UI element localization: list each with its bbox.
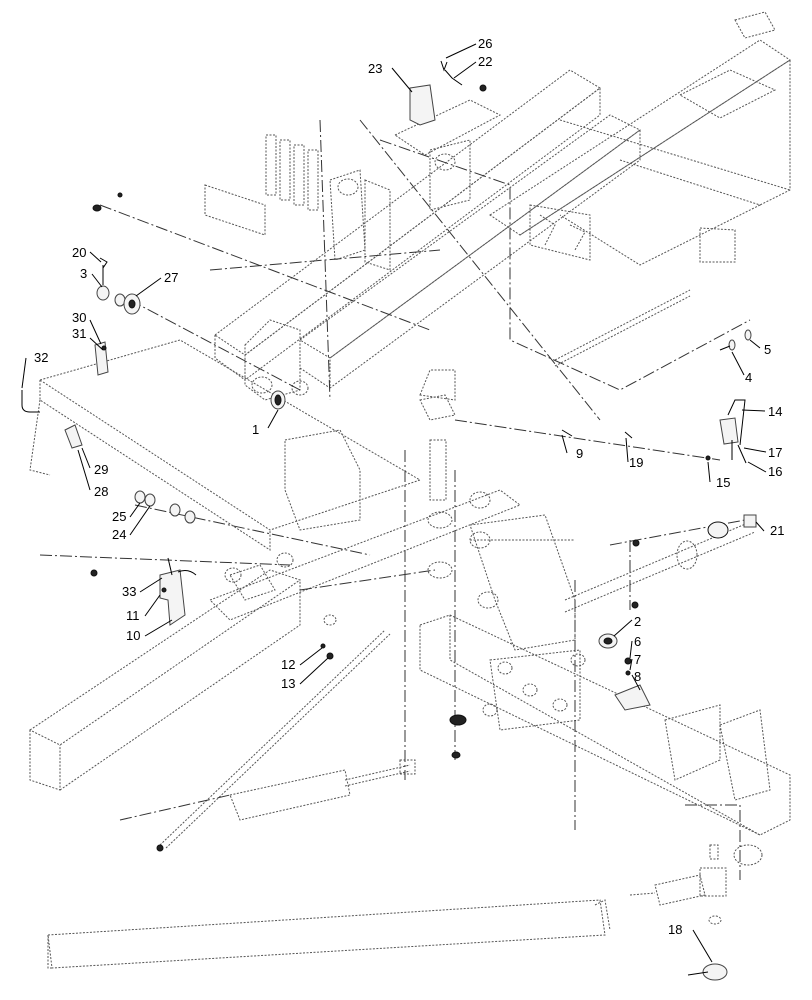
callout-8: 8 bbox=[634, 669, 641, 684]
callout-18: 18 bbox=[668, 922, 682, 937]
callout-5: 5 bbox=[764, 342, 771, 357]
callout-33: 33 bbox=[122, 584, 136, 599]
part-24-washer bbox=[134, 490, 146, 504]
callout-2: 2 bbox=[634, 614, 641, 629]
leader-lines bbox=[21, 43, 767, 963]
callout-10: 10 bbox=[126, 628, 140, 643]
callout-17: 17 bbox=[768, 445, 782, 460]
callout-16: 16 bbox=[768, 464, 782, 479]
part-11-bolt bbox=[161, 587, 167, 593]
part-15-bolt bbox=[705, 455, 711, 461]
part-4-nut bbox=[728, 339, 736, 351]
callout-13: 13 bbox=[281, 676, 295, 691]
part-21-bolt bbox=[743, 514, 757, 528]
callout-22: 22 bbox=[478, 54, 492, 69]
callout-3: 3 bbox=[80, 266, 87, 281]
callout-11: 11 bbox=[126, 608, 140, 623]
callout-9: 9 bbox=[576, 446, 583, 461]
callout-24: 24 bbox=[112, 527, 126, 542]
callout-6: 6 bbox=[634, 634, 641, 649]
part-8-clip bbox=[614, 684, 651, 711]
callout-19: 19 bbox=[629, 455, 643, 470]
callout-4: 4 bbox=[745, 370, 752, 385]
part-12-nut bbox=[320, 643, 326, 649]
part-10-bracket bbox=[159, 569, 186, 626]
callout-23: 23 bbox=[368, 61, 382, 76]
upper-frame-assembly bbox=[99, 11, 791, 421]
part-31-bolt bbox=[101, 345, 107, 351]
callout-14: 14 bbox=[768, 404, 782, 419]
part-18-pin bbox=[702, 963, 728, 981]
callout-12: 12 bbox=[281, 657, 295, 672]
part-32-ubolt bbox=[21, 390, 40, 413]
part-26-pin bbox=[440, 60, 448, 72]
part-13-washer bbox=[326, 652, 334, 660]
part-23-bracket bbox=[409, 84, 436, 126]
callout-29: 29 bbox=[94, 462, 108, 477]
callout-26: 26 bbox=[478, 36, 492, 51]
hardware-parts bbox=[21, 60, 757, 981]
callout-30: 30 bbox=[72, 310, 86, 325]
callout-31: 31 bbox=[72, 326, 86, 341]
callout-15: 15 bbox=[716, 475, 730, 490]
callout-1: 1 bbox=[252, 422, 259, 437]
part-22-lock bbox=[444, 69, 463, 86]
callout-27: 27 bbox=[164, 270, 178, 285]
lower-frame-assembly bbox=[29, 419, 791, 969]
part-28-pin bbox=[64, 424, 83, 449]
callout-7: 7 bbox=[634, 652, 641, 667]
part-6-nut bbox=[624, 657, 632, 665]
callout-labels: 1 2 3 4 5 6 7 8 9 10 11 12 13 14 15 16 1… bbox=[34, 36, 784, 937]
callout-21: 21 bbox=[770, 523, 784, 538]
callout-32: 32 bbox=[34, 350, 48, 365]
callout-20: 20 bbox=[72, 245, 86, 260]
part-5-washer bbox=[744, 329, 752, 341]
part-3-bushing bbox=[96, 285, 110, 301]
callout-28: 28 bbox=[94, 484, 108, 499]
part-14-handle bbox=[727, 399, 746, 446]
part-25-washer bbox=[144, 493, 156, 507]
callout-25: 25 bbox=[112, 509, 126, 524]
part-7-washer bbox=[625, 670, 631, 676]
